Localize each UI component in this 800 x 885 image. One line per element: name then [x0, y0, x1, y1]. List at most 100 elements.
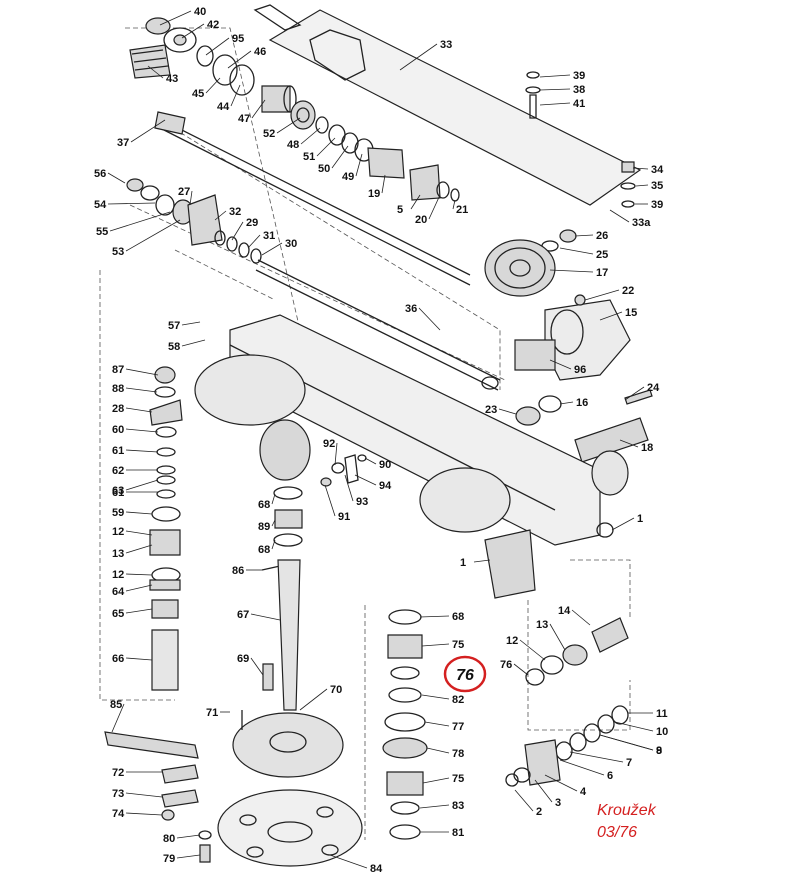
part-number-label: 16: [576, 397, 588, 409]
leader-line: [514, 789, 534, 812]
highlighted-part-label: 76: [456, 667, 474, 684]
part-number-label: 76: [500, 659, 512, 671]
leader-line: [419, 804, 450, 809]
leader-line: [125, 573, 153, 576]
part-number-label: 75: [452, 773, 464, 785]
part-number-label: 66: [112, 653, 124, 665]
part-number-label: 12: [112, 569, 124, 581]
part-number-label: 71: [206, 707, 218, 719]
bolt-set-right: [525, 71, 636, 208]
leader-line: [599, 311, 623, 321]
part-number-label: 24: [647, 382, 660, 394]
knife-holder-parts: [104, 731, 212, 863]
part-number-label: 12: [506, 635, 518, 647]
part-number-label: 39: [651, 199, 663, 211]
part-number-label: 53: [112, 246, 124, 258]
leader-line: [125, 449, 159, 453]
leader-line: [176, 834, 201, 839]
leader-line: [399, 43, 438, 71]
leader-line: [355, 153, 363, 177]
part-number-label: 68: [452, 611, 464, 623]
leader-line: [299, 688, 328, 711]
leader-line: [498, 408, 517, 415]
part-number-label: 36: [405, 303, 417, 315]
part-number-label: 80: [163, 833, 175, 845]
leader-line: [559, 401, 574, 405]
part-number-label: 86: [232, 565, 244, 577]
part-number-label: 79: [163, 853, 175, 865]
part-number-label: 25: [596, 249, 608, 261]
leader-line: [452, 199, 456, 210]
leader-line: [569, 751, 624, 763]
leader-line: [125, 792, 163, 798]
leader-line: [519, 639, 546, 661]
leader-line: [410, 194, 421, 210]
leader-line: [125, 511, 153, 515]
part-number-label: 70: [330, 684, 342, 696]
part-number-label: 13: [112, 548, 124, 560]
leader-line: [125, 368, 159, 376]
part-number-label: 68: [258, 499, 270, 511]
highlight-circle: [443, 655, 487, 693]
part-number-label: 52: [263, 128, 275, 140]
leader-line: [230, 84, 241, 107]
part-number-label: 21: [456, 204, 468, 216]
leader-line: [231, 221, 244, 241]
leader-line: [513, 663, 529, 676]
leader-line: [147, 65, 164, 79]
part-number-label: 96: [574, 364, 586, 376]
leader-line: [539, 102, 571, 106]
part-number-label: 8: [656, 745, 662, 757]
leader-line: [159, 10, 192, 26]
main-frame: [194, 314, 629, 599]
part-number-label: 4: [580, 786, 587, 798]
part-number-label: 7: [626, 757, 632, 769]
leader-line: [125, 479, 159, 491]
left-stack: [149, 366, 183, 691]
part-number-label: 83: [452, 800, 464, 812]
part-number-label: 73: [112, 788, 124, 800]
part-number-label: 12: [112, 526, 124, 538]
leader-line: [539, 88, 571, 91]
leader-line: [271, 539, 276, 550]
part-number-label: 58: [168, 341, 180, 353]
leader-line: [619, 439, 639, 448]
part-number-label: 85: [110, 699, 122, 711]
leader-line: [614, 721, 654, 732]
part-number-label: 17: [596, 267, 608, 279]
leader-line: [125, 407, 153, 413]
leader-line: [107, 172, 126, 184]
leader-line: [227, 50, 252, 69]
leader-line: [205, 77, 221, 94]
part-number-label: 60: [112, 424, 124, 436]
leader-line: [635, 184, 649, 187]
leader-line: [251, 99, 266, 119]
leader-line: [549, 269, 594, 273]
part-number-label: 3: [555, 797, 561, 809]
part-number-label: 48: [287, 139, 299, 151]
part-number-label: 88: [112, 383, 124, 395]
leader-line: [544, 774, 578, 792]
part-number-label: 78: [452, 748, 464, 760]
part-number-label: 1: [460, 557, 466, 569]
part-number-label: 19: [368, 188, 380, 200]
part-number-label: 47: [238, 113, 250, 125]
leader-line: [125, 608, 153, 614]
leader-line: [276, 117, 301, 134]
part-number-label: 23: [485, 404, 497, 416]
part-number-label: 2: [536, 806, 542, 818]
pulley-assembly: [484, 229, 653, 463]
part-number-label: 10: [656, 726, 668, 738]
leader-line: [354, 474, 377, 486]
part-number-label: 51: [303, 151, 315, 163]
leader-line: [611, 517, 635, 531]
leader-line: [300, 127, 321, 145]
leader-line: [111, 703, 125, 733]
leader-line: [176, 854, 201, 859]
part-labels: 4042954643454447524851504937195202133393…: [94, 6, 668, 875]
part-number-label: 94: [379, 480, 392, 492]
left-gearbox-parts: [126, 178, 262, 264]
cutting-disc-84: [217, 789, 363, 867]
part-number-label: 15: [625, 307, 637, 319]
